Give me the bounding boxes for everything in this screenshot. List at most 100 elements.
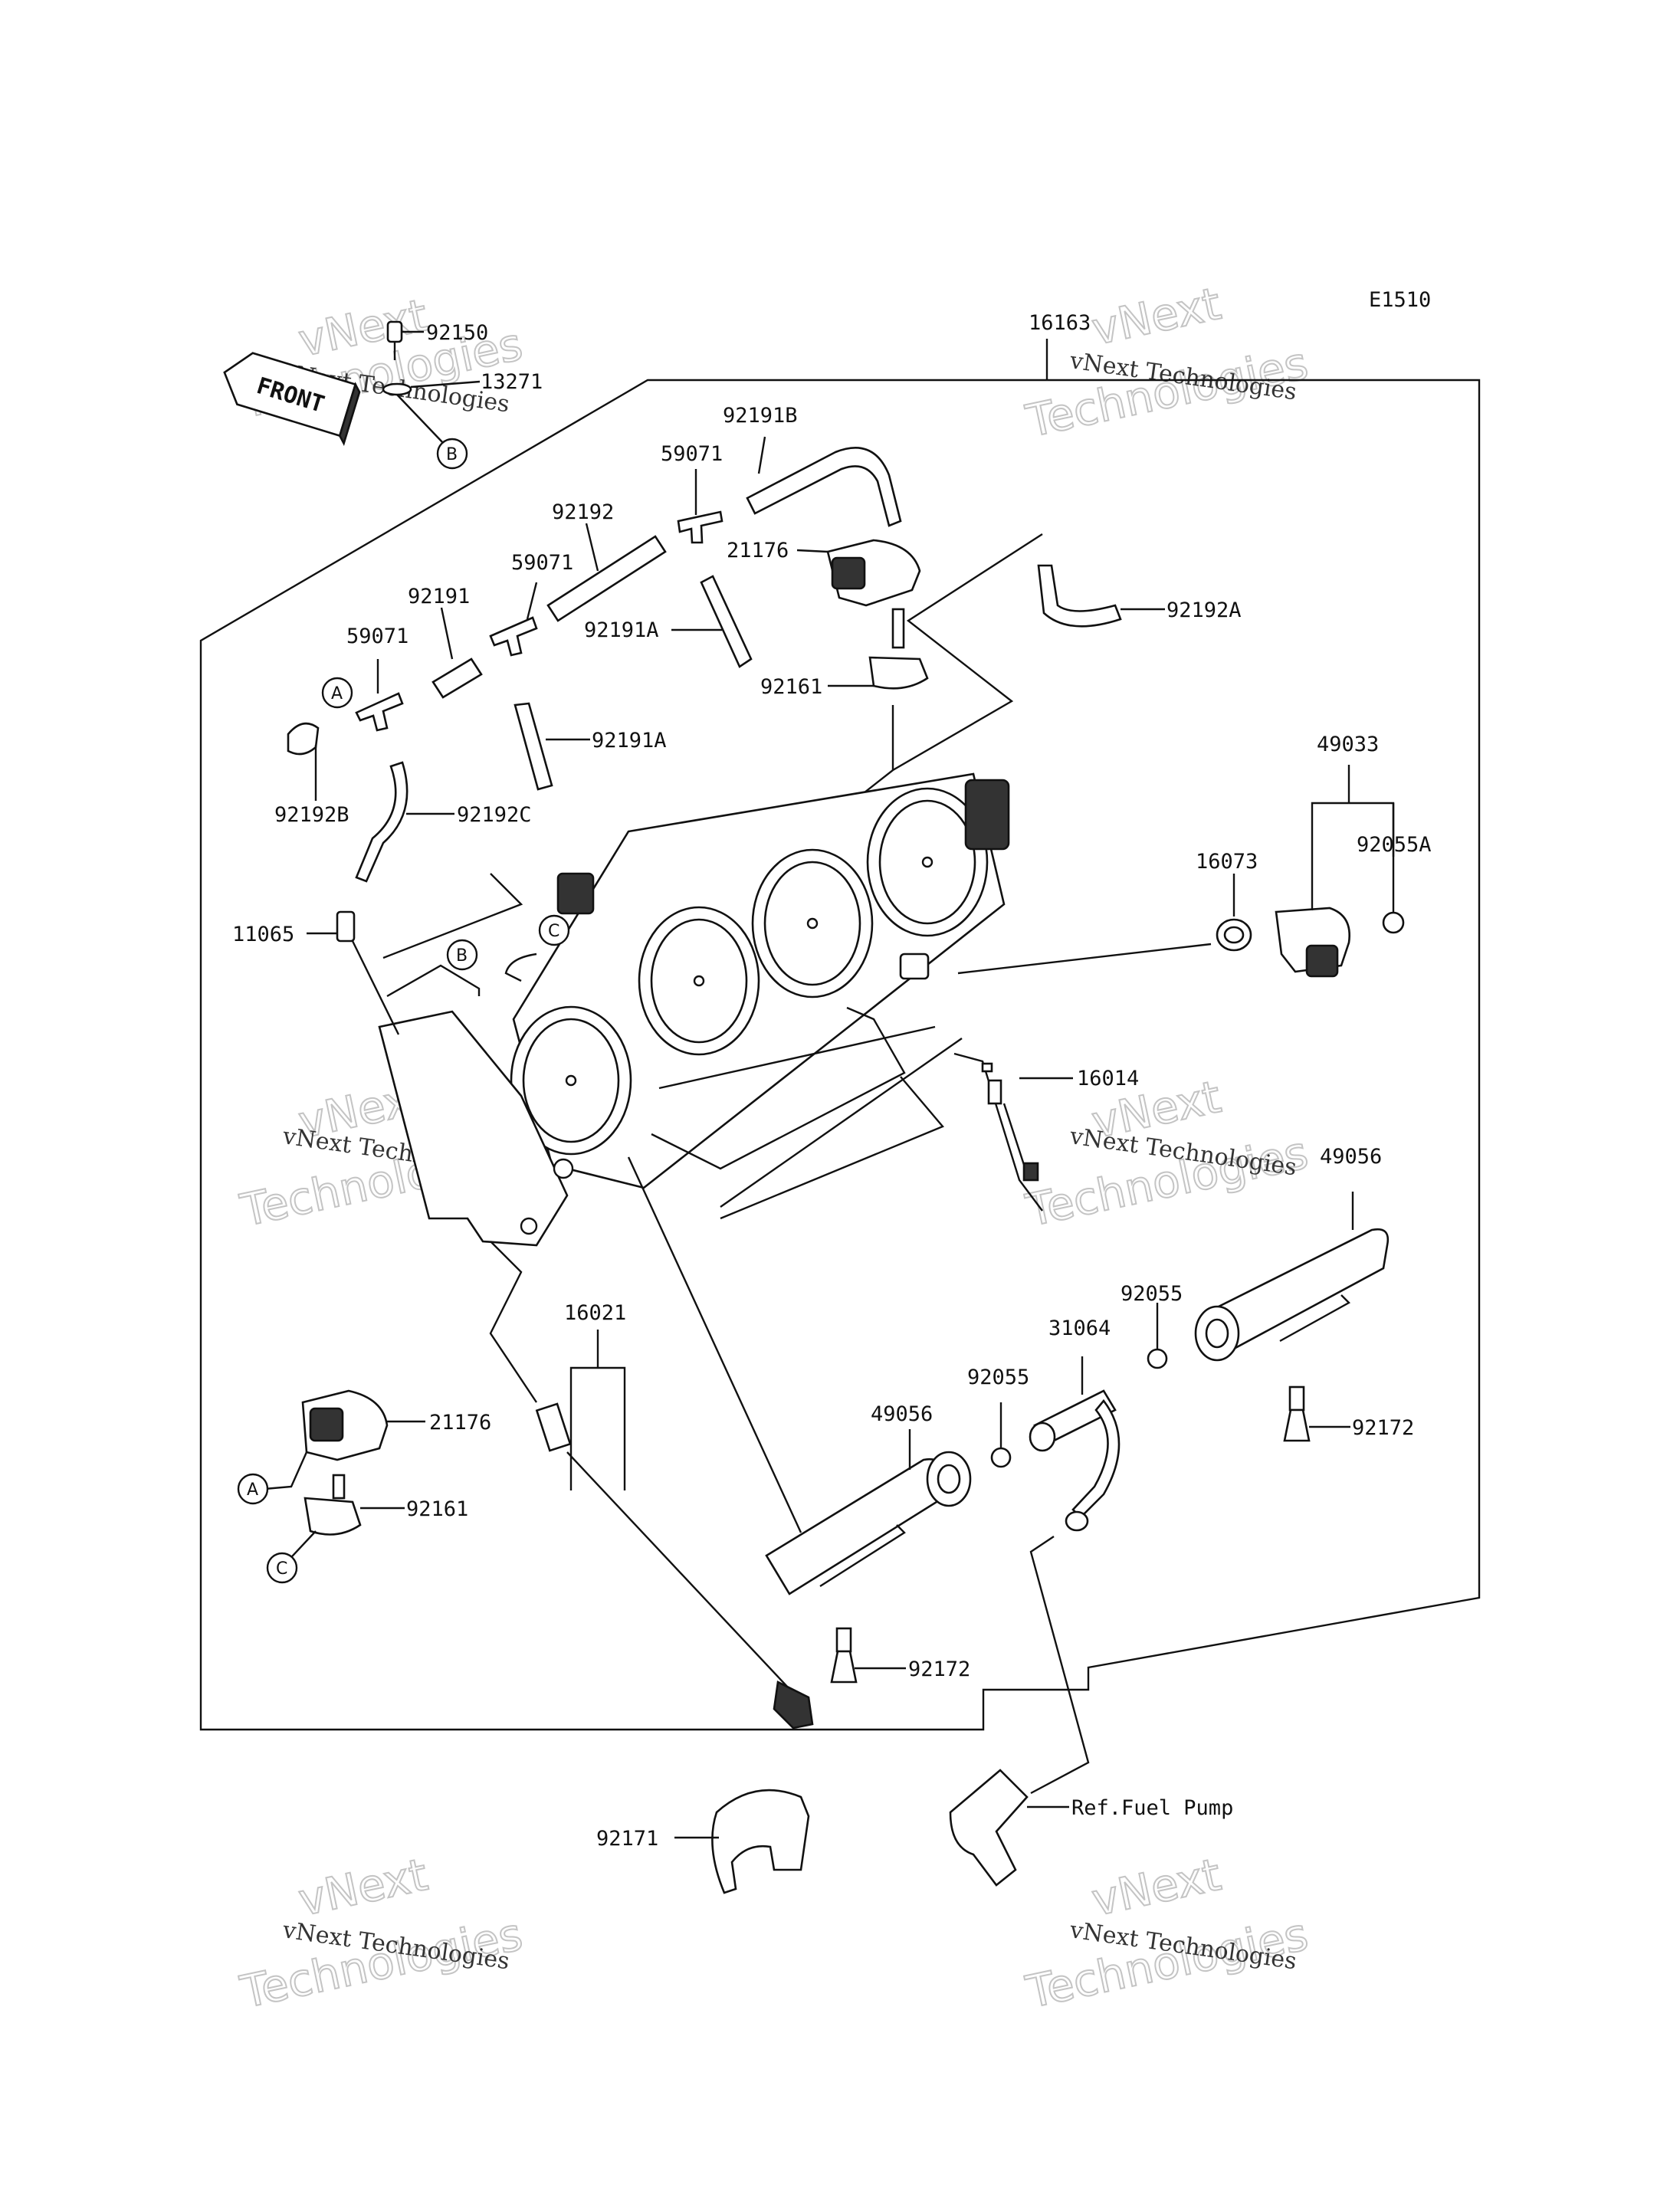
washer-13271 [382,382,412,396]
sensor-21176-top [796,539,921,649]
seal-16073 [1216,874,1252,952]
label-92191A-upper: 92191A [584,618,659,642]
grommet-body [304,1497,362,1536]
label-92191A-lower: 92191A [592,729,667,753]
guide-line [720,1038,963,1208]
callout-circle [266,1552,298,1584]
cable-spring [535,1402,572,1452]
throttle-connector-left [556,872,595,915]
sensor-21176-bottom [264,1389,425,1490]
label-92191B: 92191B [723,404,798,428]
guide-line [658,1025,936,1090]
label-11065: 11065 [232,923,294,946]
cap-body [336,910,356,943]
callout-letter: A [247,1481,258,1500]
clip-body [711,1789,810,1894]
callout-letter: B [446,445,458,464]
throttle-bore-4 [866,787,989,937]
pipe-end [1029,1421,1056,1452]
label-49056-right: 49056 [1320,1145,1382,1169]
tee-59071-lower [355,692,404,732]
label-16014: 16014 [1077,1067,1139,1090]
hose-92191B [746,447,902,527]
leader-59071-middle [526,582,538,620]
tee-59071-top [677,510,724,544]
label-ref-fuel-pump: Ref.Fuel Pump [1071,1796,1233,1820]
label-92055-right: 92055 [1121,1282,1183,1306]
label-92055-left: 92055 [967,1366,1029,1389]
cap-92192B [287,722,320,756]
hose-92192A [1037,564,1122,628]
screw-head [830,1650,858,1684]
label-21176-bottom: 21176 [429,1411,491,1435]
leader-11065-down [351,940,400,1035]
throttle-connector-right [964,779,1010,851]
guide-line [651,1006,906,1170]
bracket-16021 [569,1366,626,1490]
label-92192C: 92192C [457,803,532,827]
fuel-pump-connector [949,1769,1069,1887]
label-92161-top: 92161 [760,675,822,699]
oring-92055A [1382,911,1405,934]
label-92191: 92191 [408,585,470,608]
screw-tip [1022,1162,1039,1182]
cable-connector [773,1681,814,1730]
pipe-outlet [1065,1510,1089,1532]
fuel-rail-49056-right [1194,1192,1390,1362]
callout-C-bottom: C [266,1552,298,1584]
callout-A-bottom: A [237,1473,269,1505]
label-92055A: 92055A [1357,833,1432,857]
guide-line [382,873,523,959]
screw-92172-right [1283,1385,1350,1442]
bracket-49033 [1311,802,1395,912]
label-16073: 16073 [1196,850,1258,874]
diagram-code: E1510 [1369,288,1431,312]
callout-circle [446,939,478,971]
screw-thread [1288,1385,1305,1412]
hose-92191A-upper [700,575,753,668]
bracket-rail-left [819,1524,906,1588]
callout-C-hook [504,953,537,982]
label-92150: 92150 [426,321,488,345]
callout-letter: C [548,922,559,941]
watermark-text: vNext [1088,277,1226,356]
hose-92191A-lower [514,702,553,791]
callout-circle [321,677,353,709]
bore-screw [565,1074,577,1087]
rail-end-inner [1205,1318,1229,1349]
hose-92192C [355,761,409,883]
leader-to-A [264,1451,308,1490]
grommet-92161-bottom [281,1474,405,1568]
label-49056-left: 49056 [871,1402,933,1426]
screw-part [981,1062,993,1073]
linkage-screw [553,1158,574,1179]
label-59071-middle: 59071 [511,551,573,575]
callout-circle [538,914,570,946]
callout-letter: A [331,684,343,703]
leader-13271 [410,380,481,389]
front-arrow-shape [223,352,357,438]
watermark-mid-right: vNext Technologies vNext Technologies [1021,1070,1314,1238]
hose-92192 [546,535,667,622]
label-13271: 13271 [481,370,543,394]
bore-screw [806,917,819,930]
grommet-body [868,656,929,690]
cap-11065 [307,910,400,1035]
front-arrow-shadow [338,382,361,446]
rail-end-inner [937,1464,961,1494]
callout-B-triangle [386,964,481,998]
fuel-pipe-31064 [1029,1356,1121,1795]
leader-to-16021 [489,1241,537,1403]
label-16163: 16163 [1029,311,1091,335]
watermark-text: vNext [294,1848,432,1926]
callout-A-top: A [321,677,353,709]
oring-92055-left [990,1447,1012,1468]
label-31064: 31064 [1048,1317,1111,1340]
cable-shaft [566,1451,802,1702]
leader-92192 [585,523,599,572]
leader-16073 [957,943,1212,975]
label-16021: 16021 [564,1301,626,1325]
grommet-nipple [332,1474,346,1500]
bore-screw [921,856,934,868]
assembly-boundary [199,379,1481,1731]
